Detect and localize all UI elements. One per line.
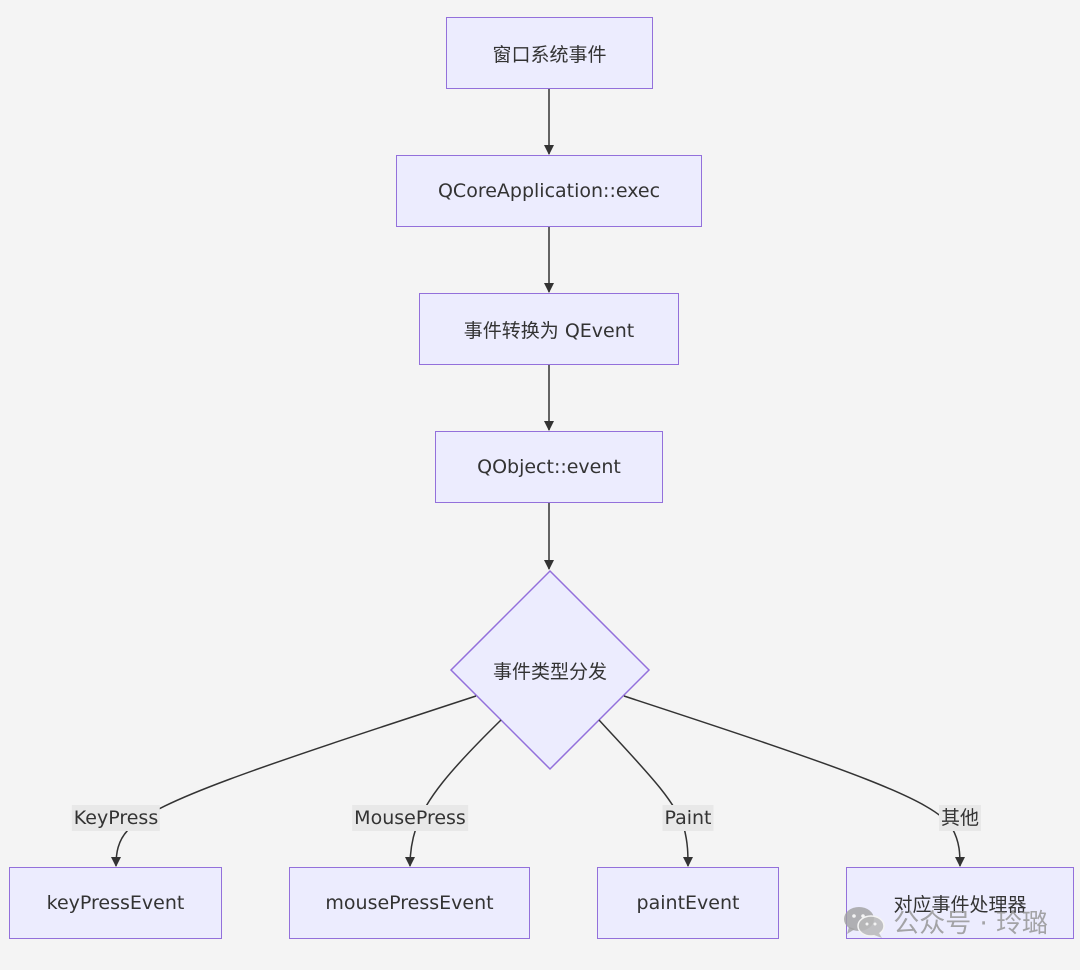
node-convert-qevent-label: 事件转换为 QEvent — [463, 319, 635, 342]
node-mouse-press-event-label: mousePressEvent — [325, 892, 494, 914]
wechat-icon — [843, 905, 885, 939]
node-mouse-press-event: mousePressEvent — [289, 867, 530, 939]
node-other-handler-label: 对应事件处理器 — [893, 893, 1027, 916]
node-window-events-label: 窗口系统事件 — [492, 43, 607, 66]
node-key-press-event: keyPressEvent — [9, 867, 222, 939]
edge-dispatch-to-paint — [598, 719, 693, 867]
node-qobject-event: QObject::event — [435, 431, 663, 503]
edge-dispatch-to-keypress — [111, 695, 477, 867]
edge-label-mousepress: MousePress — [352, 805, 468, 831]
edge-label-other: 其他 — [938, 805, 982, 831]
node-paint-event: paintEvent — [597, 867, 779, 939]
node-other-handler: 对应事件处理器 — [846, 867, 1074, 939]
node-qcore-exec-label: QCoreApplication::exec — [437, 180, 661, 202]
node-qcore-exec: QCoreApplication::exec — [396, 155, 702, 227]
edge-dispatch-to-mousepress — [405, 719, 502, 867]
edge-label-keypress: KeyPress — [71, 805, 161, 831]
node-convert-qevent: 事件转换为 QEvent — [419, 293, 679, 365]
watermark: 公众号 · 玲璐 — [843, 903, 1048, 940]
dispatch-decision-label: 事件类型分发 — [492, 660, 607, 683]
node-qobject-event-label: QObject::event — [477, 456, 621, 478]
node-key-press-event-label: keyPressEvent — [46, 892, 185, 914]
watermark-text: 公众号 · 玲璐 — [893, 909, 1048, 939]
edge-dispatch-to-other — [623, 695, 965, 867]
node-window-events: 窗口系统事件 — [446, 17, 653, 89]
edge-label-paint: Paint — [662, 805, 714, 831]
node-paint-event-label: paintEvent — [636, 892, 740, 914]
